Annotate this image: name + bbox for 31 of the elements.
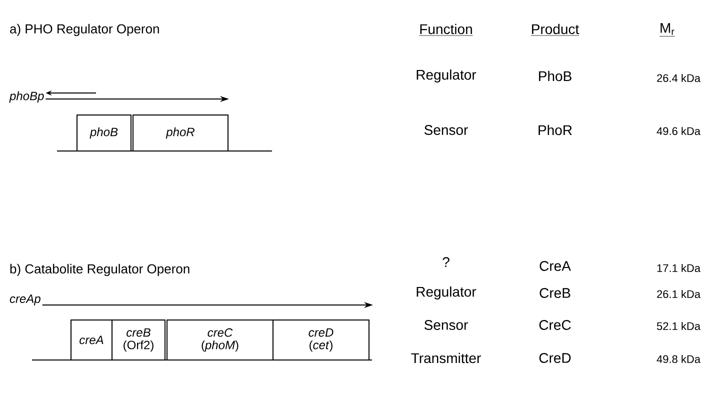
column-header: M$_{r}$ (659, 23, 676, 36)
table-cell: 52.1 kDa (656, 322, 700, 330)
table-cell: CreA (540, 261, 571, 271)
gene-box: creB (Orf2) (112, 320, 166, 360)
table-cell: Transmitter (411, 352, 481, 364)
table-cell: Regulator (416, 286, 476, 300)
promoter-label: creAp (10, 294, 40, 306)
promoter-label: phoBp (9, 91, 44, 103)
gene-box: phoR (132, 114, 228, 152)
table-cell: 49.8 kDa (656, 354, 700, 364)
table-cell: Sensor (424, 125, 468, 135)
table-cell: CreB (540, 288, 570, 298)
table-cell: Sensor (424, 320, 468, 330)
table-cell: 26.4 kDa (657, 74, 700, 82)
gene-box: creD (cet) (272, 320, 370, 360)
table-cell: PhoB (539, 70, 572, 82)
gene-box: creC (phoM) (166, 320, 274, 360)
table-cell: CreD (539, 353, 571, 363)
table-cell: CreC (539, 320, 571, 330)
gene-box: phoB (76, 114, 132, 152)
table-cell: Regulator (416, 69, 476, 83)
column-header: Product (530, 24, 580, 36)
column-header: Function (418, 24, 474, 36)
table-cell: PhoR (538, 124, 572, 136)
panel-heading: b) Catabolite Regulator Operon (10, 264, 190, 276)
table-cell: ? (442, 257, 450, 267)
table-cell: 49.6 kDa (656, 126, 700, 136)
table-cell: 26.1 kDa (657, 290, 700, 298)
gene-box: creA (70, 320, 112, 360)
panel-heading: a) PHO Regulator Operon (10, 24, 159, 36)
table-cell: 17.1 kDa (657, 264, 700, 272)
